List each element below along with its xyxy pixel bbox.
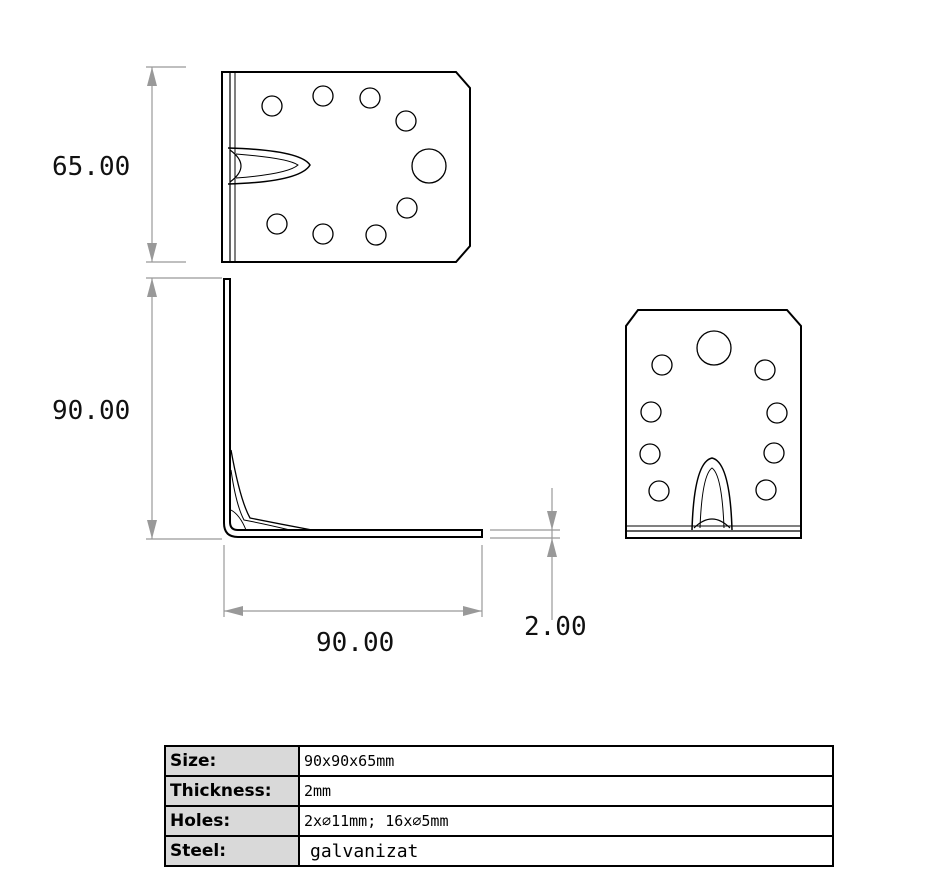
hole-small (312, 85, 334, 107)
side-view-rib-inner (230, 469, 291, 531)
arrowhead (147, 520, 157, 539)
side-view-profile (223, 278, 483, 538)
spec-key: Thickness: (164, 775, 300, 807)
spec-row-size: Size: 90x90x65mm (164, 745, 834, 777)
dimension-label-65: 65.00 (52, 152, 130, 182)
top-view-rib-inner (235, 153, 299, 179)
spec-key: Steel: (164, 835, 300, 867)
top-view-rib-root (229, 149, 242, 183)
spec-row-steel: Steel: galvanizat (164, 835, 834, 867)
hole-small (365, 224, 387, 246)
dimension-label-thickness: 2.00 (524, 612, 587, 642)
top-view (221, 71, 471, 263)
side-view-rib (230, 449, 313, 531)
spec-value: 2mm (298, 775, 834, 807)
hole-small (766, 402, 788, 424)
dimension-90-vertical (146, 277, 222, 540)
top-view-holes (261, 85, 447, 246)
hole-small (651, 354, 673, 376)
dimension-65 (146, 66, 186, 263)
hole-small (648, 480, 670, 502)
hole-small (359, 87, 381, 109)
arrowhead (463, 606, 482, 616)
arrowhead (547, 538, 557, 557)
hole-small (396, 197, 418, 219)
spec-value: 2x∅11mm; 16x∅5mm (298, 805, 834, 837)
front-view-rib (691, 457, 733, 531)
hole-small (640, 401, 662, 423)
spec-value: 90x90x65mm (298, 745, 834, 777)
hole-small (639, 443, 661, 465)
spec-row-thickness: Thickness: 2mm (164, 775, 834, 807)
top-view-outline (221, 71, 471, 263)
arrowhead (547, 511, 557, 530)
side-view-rib-root (230, 509, 247, 531)
spec-key: Size: (164, 745, 300, 777)
spec-row-holes: Holes: 2x∅11mm; 16x∅5mm (164, 805, 834, 837)
arrowhead (147, 243, 157, 262)
arrowhead (224, 606, 243, 616)
dimension-label-90-horizontal: 90.00 (316, 628, 394, 658)
hole-large (411, 148, 447, 184)
hole-small (266, 213, 288, 235)
hole-small (763, 442, 785, 464)
arrowhead (147, 67, 157, 86)
hole-small (261, 95, 283, 117)
spec-table: Size: 90x90x65mm Thickness: 2mm Holes: 2… (164, 745, 834, 867)
hole-large (696, 330, 732, 366)
dimension-90-horizontal (223, 545, 483, 617)
spec-key: Holes: (164, 805, 300, 837)
hole-small (755, 479, 777, 501)
top-view-rib (227, 147, 311, 185)
hole-small (395, 110, 417, 132)
front-view-rib-root (693, 518, 731, 529)
spec-value: galvanizat (298, 835, 834, 867)
hole-small (754, 359, 776, 381)
arrowhead (147, 278, 157, 297)
side-view (223, 278, 483, 538)
hole-small (312, 223, 334, 245)
front-view-outline (625, 309, 802, 539)
front-view-rib-inner (699, 467, 725, 529)
front-view (625, 309, 802, 539)
front-view-holes (639, 330, 788, 502)
dimension-label-90-vertical: 90.00 (52, 396, 130, 426)
